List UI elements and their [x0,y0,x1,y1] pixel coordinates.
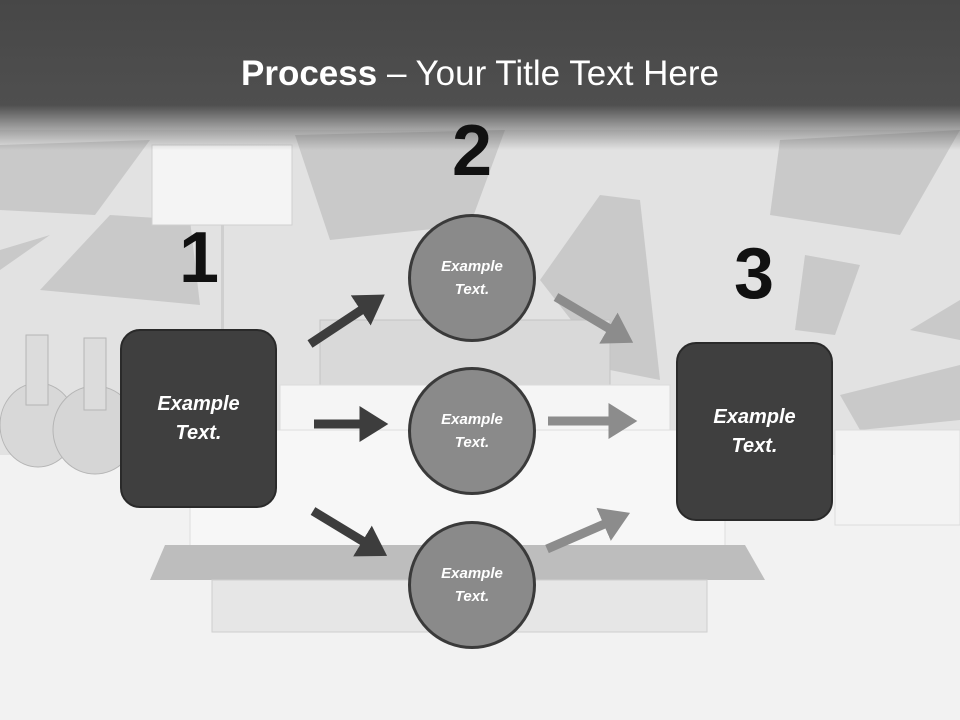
step-3-box: Example Text. [676,342,833,521]
step-1-box: Example Text. [120,329,277,508]
circle-middle-text: Example Text. [441,411,503,451]
title-rest: – Your Title Text Here [377,54,719,93]
slide-title: Process – Your Title Text Here [0,52,960,96]
circle-middle: Example Text. [408,367,536,495]
circle-bottom: Example Text. [408,521,536,649]
step-number-2: 2 [451,111,493,191]
step-number-3: 3 [733,234,775,314]
step-3-text: Example Text. [713,405,796,457]
title-bold: Process [241,54,378,93]
arrow-top-to-box3 [553,293,634,344]
circle-top-text: Example Text. [441,258,503,298]
step-1-text: Example Text. [157,392,240,444]
circle-bottom-text: Example Text. [441,565,503,605]
circle-top: Example Text. [408,214,536,342]
arrow-box1-to-top [307,294,385,348]
step-number-1: 1 [178,218,220,298]
title-band [0,0,960,150]
arrow-box1-to-bottom [310,507,388,557]
arrow-bottom-to-box3 [545,507,631,554]
